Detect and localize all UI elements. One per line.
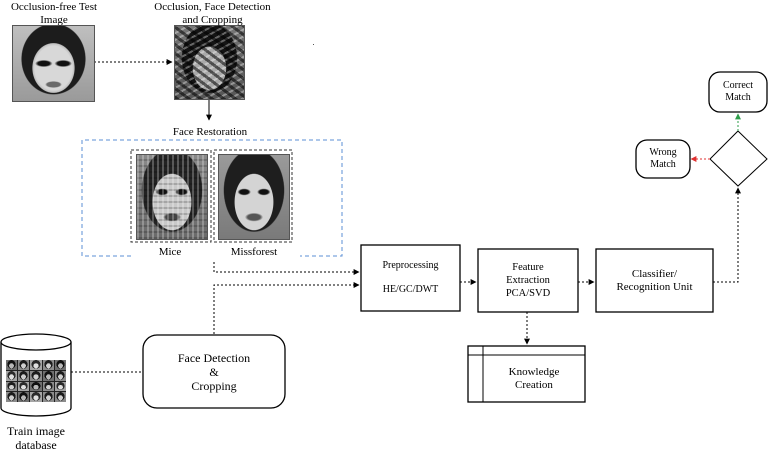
- stray-dot: [313, 44, 314, 45]
- correct-match-text: Correct Match: [723, 80, 753, 103]
- preprocessing-box: [360, 244, 461, 312]
- database-cylinder-top: [0, 333, 72, 351]
- mice-restored-photo: [136, 154, 208, 240]
- wrong-match-box: [635, 139, 691, 179]
- occlusion-label: Occlusion, Face Detection and Cropping: [154, 1, 271, 26]
- face-restoration-frame: [81, 139, 343, 257]
- feature-box: [477, 248, 579, 313]
- arrow-classifier-to-decision: [713, 187, 741, 283]
- train-image-grid: [6, 360, 66, 402]
- knowledge-text: Knowledge Creation: [508, 365, 560, 391]
- preprocessing-methods: HE/GC/DWT: [382, 284, 439, 295]
- train-db-label: Train image database: [7, 424, 65, 452]
- test-image-label: Occlusion-free Test Image: [10, 1, 98, 26]
- face-restoration-label: Face Restoration: [172, 126, 248, 138]
- arrow-detection-to-preprocessing: [213, 282, 360, 334]
- missforest-restored-photo: [218, 154, 290, 240]
- arrow-restoration-to-preprocessing: [213, 262, 360, 275]
- classifier-box: [595, 248, 714, 313]
- mice-frame: [130, 149, 212, 243]
- feature-text: Feature Extraction PCA/SVD: [505, 262, 551, 299]
- wrong-match-text: Wrong Match: [649, 147, 677, 170]
- face-detection-box: [142, 334, 286, 409]
- face-detection-text: Face Detection & Cropping: [177, 350, 251, 393]
- missforest-label: Missforest: [230, 246, 278, 258]
- correct-match-box: [708, 71, 768, 113]
- mice-label: Mice: [158, 246, 182, 258]
- test-image-photo: [12, 25, 95, 102]
- preprocessing-text: Preprocessing HE/GC/DWT: [361, 245, 460, 311]
- occluded-face-photo: [174, 25, 245, 100]
- decision-diamond: [709, 130, 768, 187]
- classifier-text: Classifier/ Recognition Unit: [616, 267, 693, 293]
- preprocessing-title: Preprocessing: [382, 260, 439, 271]
